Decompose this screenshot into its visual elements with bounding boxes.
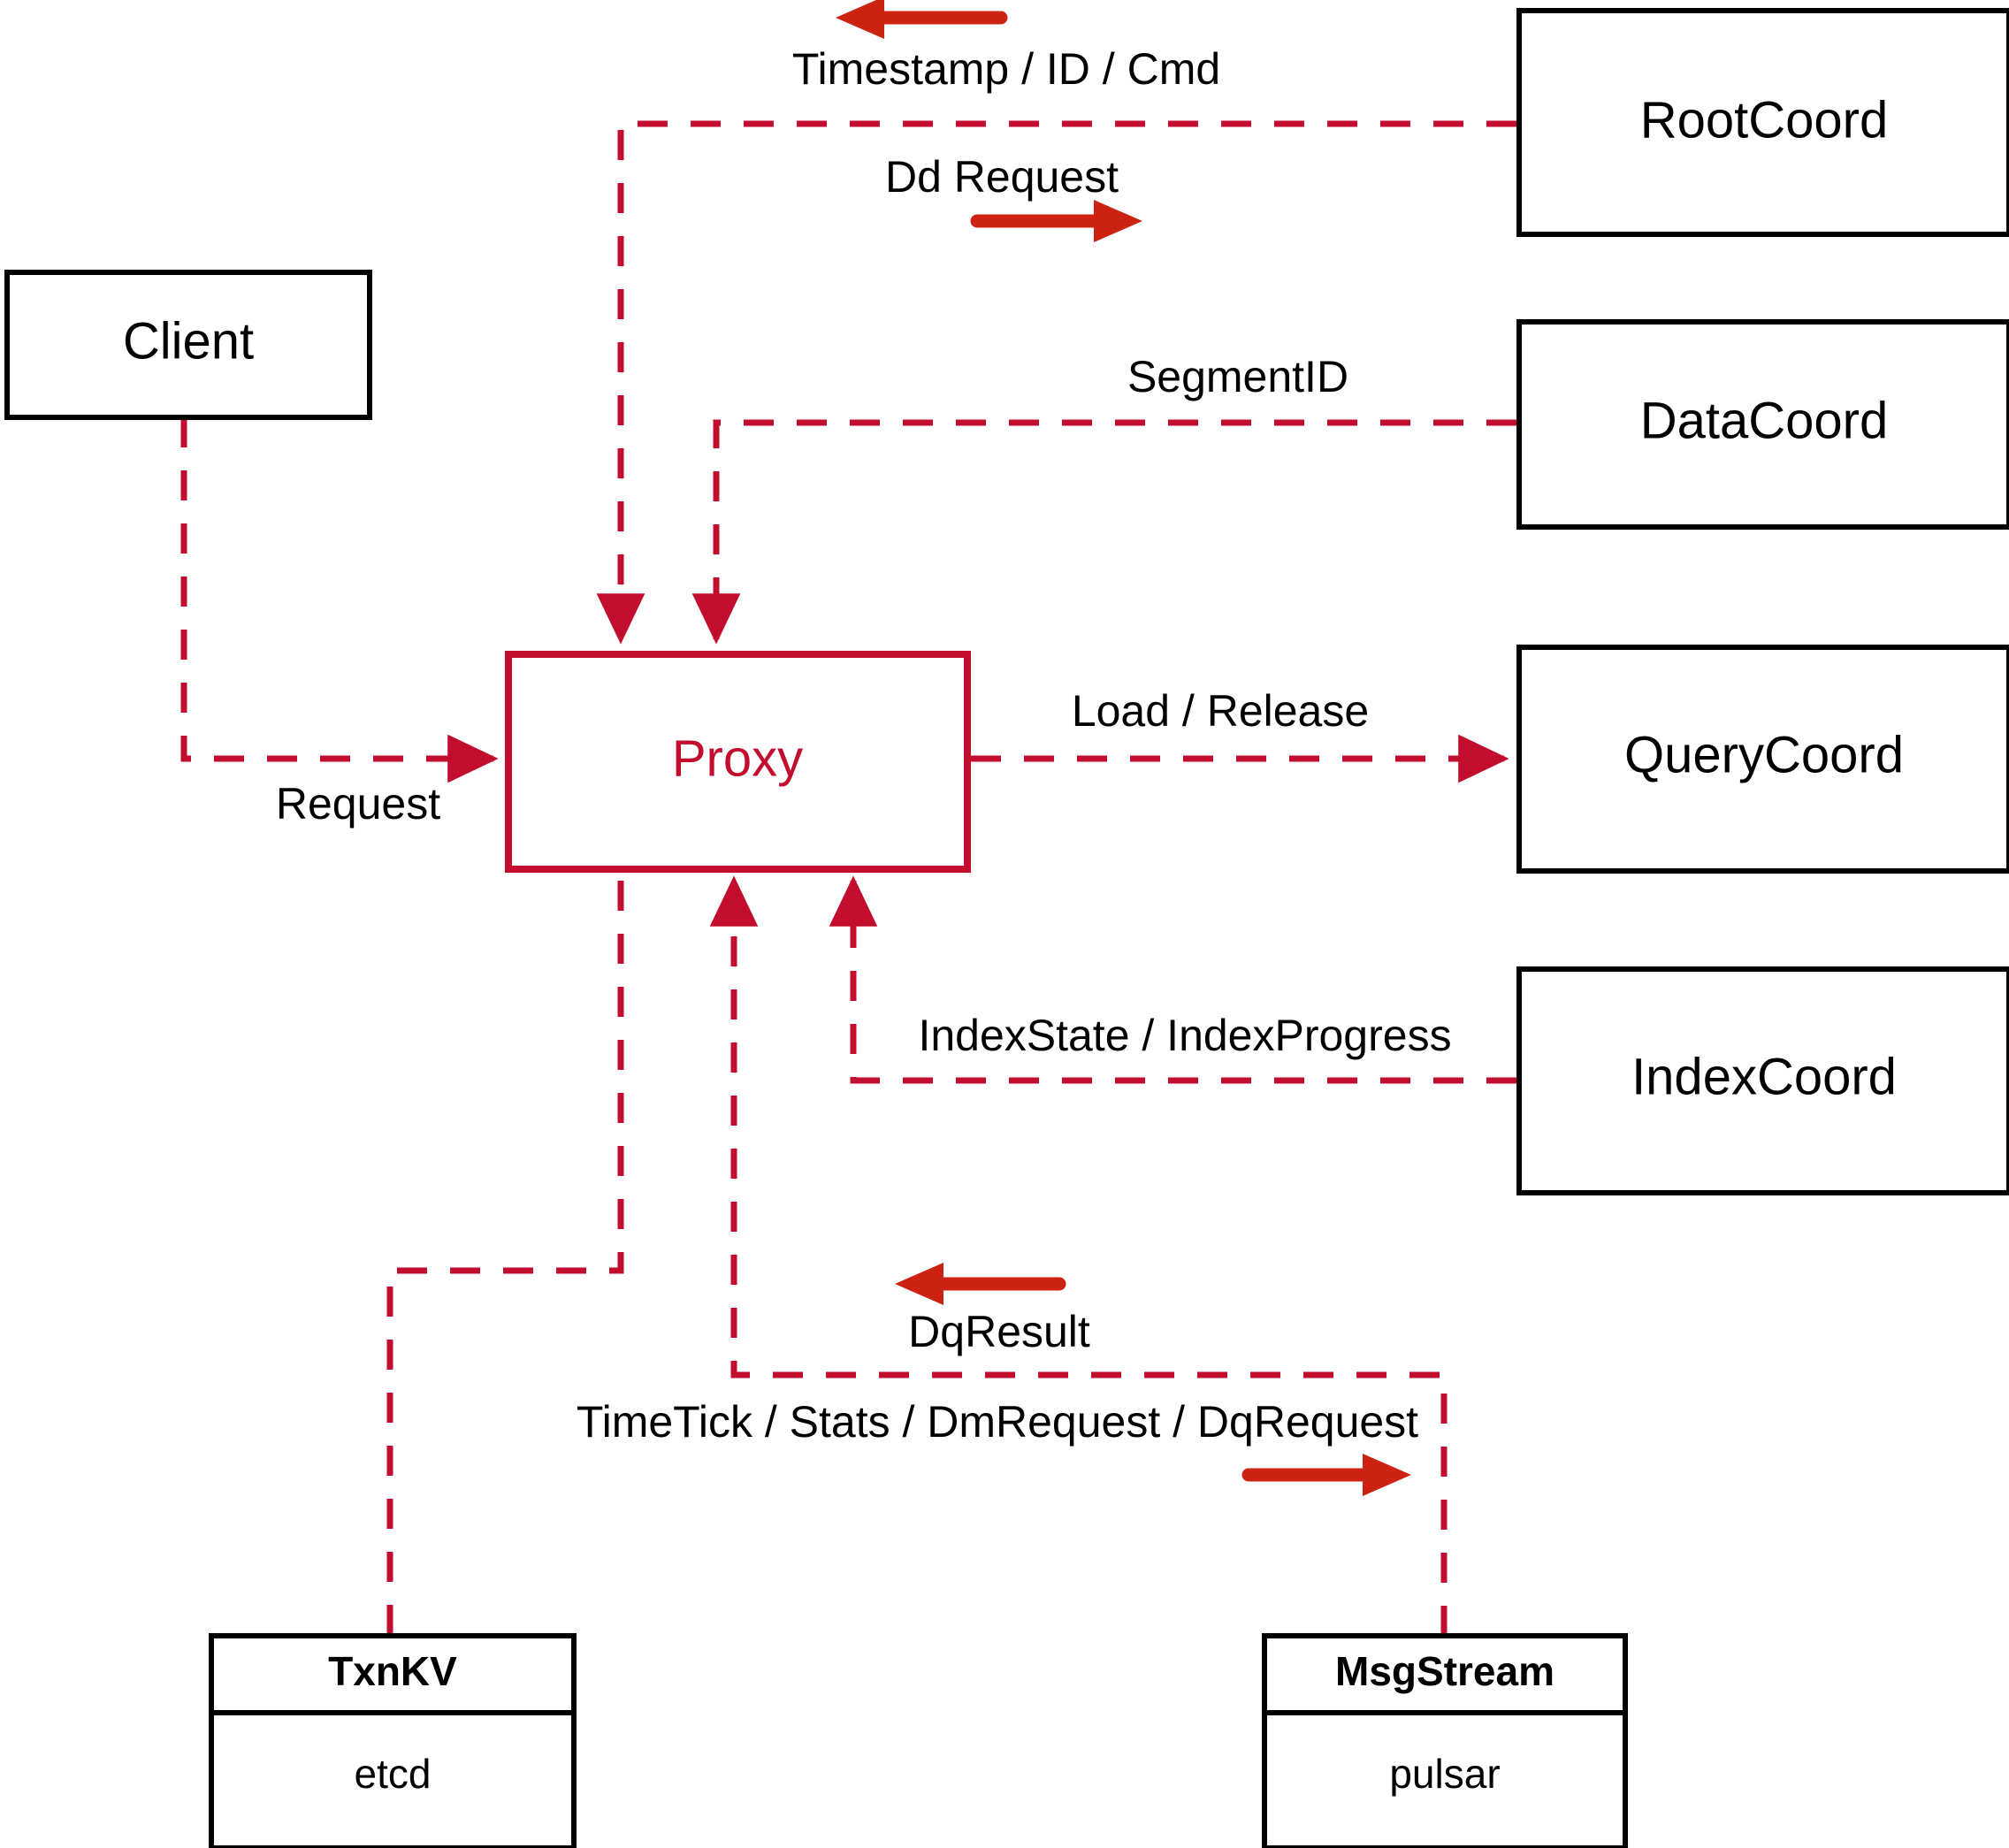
node-msgstream-body: pulsar	[1389, 1751, 1500, 1797]
edge-msgstream-to-proxy	[709, 875, 1448, 1636]
edge-proxy-to-txnkv	[386, 881, 624, 1636]
node-datacoord[interactable]: DataCoord	[1516, 319, 2009, 530]
node-rootcoord[interactable]: RootCoord	[1516, 8, 2009, 237]
node-indexcoord[interactable]: IndexCoord	[1516, 966, 2009, 1195]
edge-label-timestamp-id-cmd: Timestamp / ID / Cmd	[792, 44, 1220, 94]
node-txnkv[interactable]: TxnKV etcd	[209, 1633, 577, 1848]
node-txnkv-body: etcd	[355, 1751, 432, 1797]
edge-label-dd-request: Dd Request	[885, 152, 1119, 202]
edge-label-load-release: Load / Release	[1072, 686, 1369, 736]
node-msgstream[interactable]: MsgStream pulsar	[1262, 1633, 1628, 1848]
edge-client-to-proxy	[180, 417, 499, 783]
node-querycoord[interactable]: QueryCoord	[1516, 645, 2009, 874]
edge-label-request: Request	[276, 779, 440, 829]
node-datacoord-label: DataCoord	[1640, 392, 1888, 449]
node-proxy-label: Proxy	[672, 729, 803, 787]
node-indexcoord-label: IndexCoord	[1631, 1048, 1897, 1105]
node-txnkv-header: TxnKV	[328, 1648, 457, 1694]
solid-arrow-timetick-right	[1241, 1454, 1411, 1496]
solid-arrow-dqresult-left	[895, 1263, 1066, 1305]
edge-label-segment-id: SegmentID	[1127, 352, 1348, 401]
edge-rootcoord-to-proxy	[596, 120, 1516, 645]
solid-arrow-dd-request-right	[970, 200, 1142, 242]
node-msgstream-header: MsgStream	[1335, 1648, 1554, 1694]
edge-label-timetick-stats: TimeTick / Stats / DmRequest / DqRequest	[577, 1397, 1418, 1447]
edge-label-index-state-progress: IndexState / IndexProgress	[918, 1011, 1451, 1060]
node-client[interactable]: Client	[4, 270, 372, 420]
node-proxy[interactable]: Proxy	[505, 651, 971, 873]
edge-label-dq-result: DqResult	[908, 1307, 1090, 1356]
node-client-label: Client	[123, 312, 254, 370]
edge-datacoord-to-proxy	[691, 419, 1516, 645]
node-querycoord-label: QueryCoord	[1624, 726, 1904, 783]
edge-indexcoord-to-proxy	[829, 875, 1516, 1084]
solid-arrow-timestamp-left	[836, 0, 1008, 39]
node-rootcoord-label: RootCoord	[1640, 91, 1888, 149]
